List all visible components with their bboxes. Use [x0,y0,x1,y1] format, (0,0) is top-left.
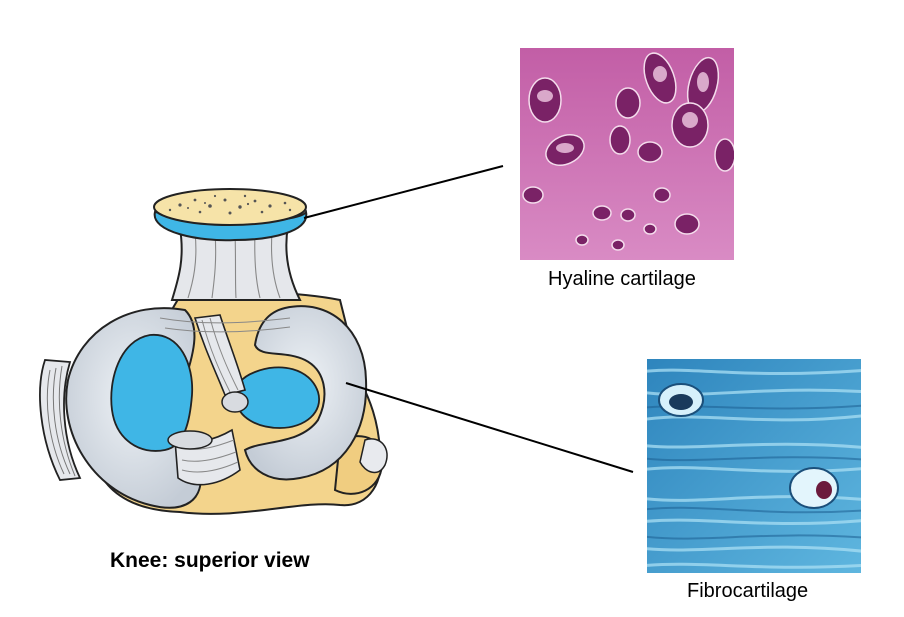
lateral-meniscus [243,305,368,481]
hyaline-micrograph [520,48,734,260]
chondrocyte-lacunae [522,52,734,251]
knee-caption: Knee: superior view [110,549,310,572]
fibro-chondrocytes [658,383,839,509]
knee-illustration [39,188,388,515]
fibula-head [359,438,388,474]
ligament-stump-posterior [167,430,213,450]
fibrocartilage-caption: Fibrocartilage [687,580,809,602]
ligament-stump-anterior [221,391,249,413]
medial-articular-cartilage [110,334,194,452]
hyaline-caption: Hyaline cartilage [548,268,696,290]
collagen-fibers [647,368,861,569]
patella-cut-surface [153,188,307,226]
fibrocartilage-micrograph [647,359,861,573]
pointer-line-hyaline [303,165,504,219]
patella-trabeculae [168,194,292,215]
lateral-articular-cartilage [234,366,320,429]
transverse-ligament [159,317,291,333]
medial-collateral-ligament [39,359,82,481]
pointer-line-fibro [345,382,634,473]
